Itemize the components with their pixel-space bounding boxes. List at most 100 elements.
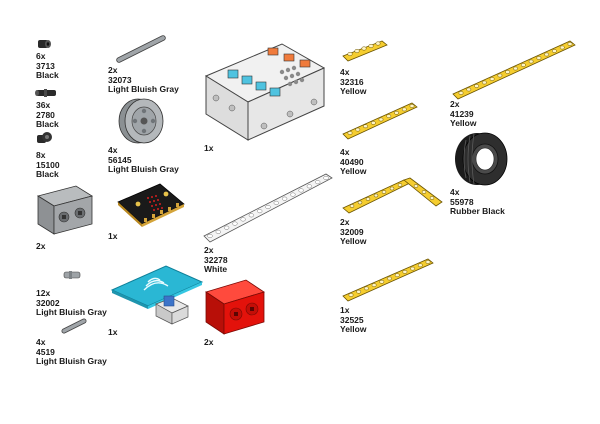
part-55978-id: 55978	[450, 196, 474, 207]
beam-hole	[386, 114, 392, 118]
beam-hole	[417, 263, 423, 268]
beam-hole	[240, 217, 246, 222]
beam-hole	[257, 209, 263, 214]
part-32316-qty: 4x	[340, 67, 350, 77]
part-41239-color: Yellow	[450, 118, 477, 128]
part-3713-label: 6x 3713 Black	[36, 51, 59, 81]
beam-hole	[232, 221, 238, 226]
beam-hole	[281, 196, 288, 201]
part-4519-qty: 4x	[36, 337, 46, 347]
nfc-card-qty: 1x	[108, 327, 118, 337]
part-32009-qty: 2x	[340, 217, 350, 227]
beam-hole	[323, 175, 329, 181]
beam-hole	[536, 56, 542, 60]
beam-hole	[425, 260, 431, 264]
part-55978-color: Rubber Black	[450, 206, 505, 216]
part-32316-color: Yellow	[340, 86, 367, 96]
part-41239-label: 2x 41239 Yellow	[450, 99, 477, 129]
beam-hole	[273, 200, 279, 205]
part-56145-qty: 4x	[108, 145, 118, 155]
part-32073-label: 2x 32073 Light Bluish Gray	[108, 65, 179, 95]
part-15100-pin-hole-icon	[37, 132, 52, 143]
part-55978-qty: 4x	[450, 187, 460, 197]
part-55978-label: 4x 55978 Rubber Black	[450, 187, 505, 217]
nfc-card-icon	[110, 265, 204, 325]
beam-hole	[474, 84, 479, 88]
beam-hole	[315, 180, 321, 185]
beam-hole	[482, 80, 487, 85]
part-15100-label: 8x 15100 Black	[36, 150, 60, 180]
part-32316-beam-icon	[342, 40, 388, 62]
beam-hole	[378, 117, 384, 122]
red-motor-label: 2x	[204, 337, 214, 348]
part-15100-id: 15100	[36, 159, 60, 170]
part-32002-qty: 12x	[36, 288, 51, 298]
beam-hole	[348, 293, 354, 297]
part-32002-pin-icon	[63, 271, 81, 279]
beam-hole	[371, 283, 377, 287]
beam-hole	[394, 273, 400, 278]
beam-hole	[290, 192, 296, 197]
part-15100-color: Black	[36, 169, 59, 179]
part-40490-id: 40490	[340, 156, 364, 167]
part-56145-color: Light Bluish Gray	[108, 164, 179, 174]
part-4519-color: Light Bluish Gray	[36, 356, 107, 366]
microbit-board-icon	[117, 183, 185, 227]
part-32002-color: Light Bluish Gray	[36, 307, 107, 317]
part-40490-label: 4x 40490 Yellow	[340, 147, 366, 177]
beam-hole	[379, 279, 385, 284]
part-32009-bent-beam-icon	[342, 177, 443, 214]
part-32525-label: 1x 32525 Yellow	[340, 305, 367, 335]
part-56145-label: 4x 56145 Light Bluish Gray	[108, 145, 179, 175]
beam-hole	[363, 124, 368, 129]
beam-hole	[394, 110, 399, 115]
beam-hole	[223, 225, 230, 230]
beam-hole	[402, 270, 408, 274]
beam-hole	[248, 213, 255, 218]
beam-hole	[265, 204, 271, 210]
beam-hole	[497, 73, 503, 78]
part-32525-id: 32525	[340, 314, 364, 325]
part-55978-tire-icon	[455, 132, 508, 186]
red-motor-icon	[205, 279, 265, 335]
part-2780-id: 2780	[36, 109, 55, 120]
part-32525-qty: 1x	[340, 305, 350, 315]
red-motor-qty: 2x	[204, 337, 214, 347]
beam-hole	[356, 289, 362, 294]
part-32009-id: 32009	[340, 226, 364, 237]
part-40490-qty: 4x	[340, 147, 350, 157]
beam-hole	[306, 184, 313, 189]
beam-hole	[370, 121, 376, 125]
part-32278-beam-icon	[203, 173, 333, 243]
expansion-board-qty: 1x	[204, 143, 214, 153]
part-32278-qty: 2x	[204, 245, 214, 255]
part-4519-axle-icon	[61, 318, 87, 334]
part-41239-beam-icon	[452, 40, 576, 100]
part-32073-axle-icon	[116, 35, 166, 63]
gray-motor-icon	[37, 185, 93, 235]
beam-hole	[207, 233, 213, 239]
part-3713-qty: 6x	[36, 51, 46, 61]
beam-hole	[528, 59, 534, 64]
beam-hole	[364, 286, 369, 291]
part-32316-id: 32316	[340, 76, 364, 87]
beam-hole	[505, 70, 511, 74]
part-32278-color: White	[204, 264, 228, 274]
beam-hole	[567, 42, 573, 46]
part-4519-label: 4x 4519 Light Bluish Gray	[36, 337, 107, 367]
part-32316-label: 4x 32316 Yellow	[340, 67, 367, 97]
beam-hole	[466, 87, 472, 92]
beam-hole	[409, 104, 415, 108]
expansion-board-icon	[204, 43, 326, 141]
part-32525-color: Yellow	[340, 324, 367, 334]
beam-hole	[387, 276, 392, 281]
part-3713-color: Black	[36, 70, 59, 80]
part-32278-label: 2x 32278 White	[204, 245, 228, 275]
gray-motor-label: 2x	[36, 241, 46, 252]
beam-hole	[489, 77, 495, 81]
gray-motor-qty: 2x	[36, 241, 46, 251]
part-4519-id: 4519	[36, 346, 55, 357]
part-3713-id: 3713	[36, 60, 55, 71]
part-56145-wheel-icon	[118, 98, 164, 144]
